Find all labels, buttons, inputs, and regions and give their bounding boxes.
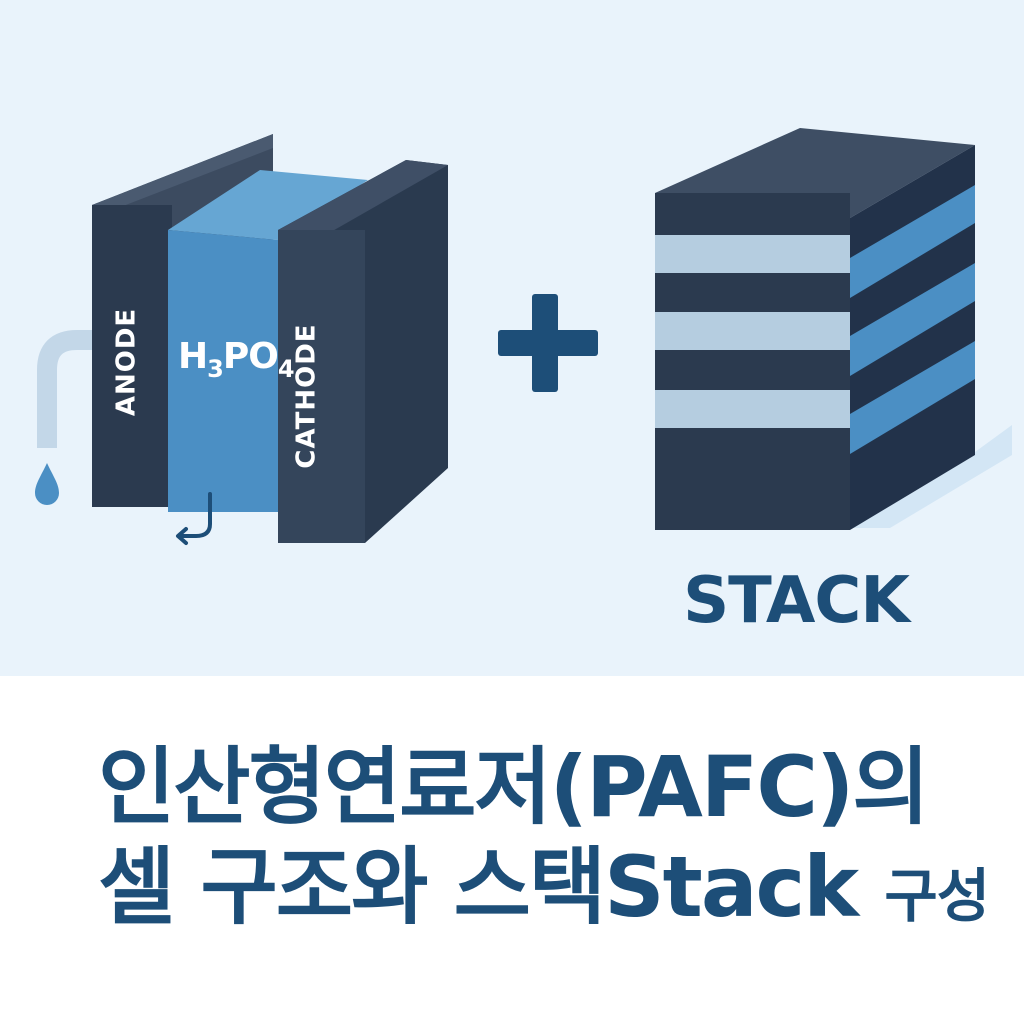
stack-side-band: [850, 263, 975, 376]
anode-label: ANODE: [112, 308, 142, 416]
stack-side-band: [850, 341, 975, 454]
pipe-icon: [37, 330, 102, 448]
cathode-label: CATHODE: [292, 323, 322, 468]
formula-sub-1: 3: [207, 355, 223, 383]
diagram-svg: ANODE CATHODE H3PO4: [35, 128, 1012, 638]
plus-icon: [498, 294, 598, 392]
formula-sub-2: 4: [278, 355, 294, 383]
illustration-area: ANODE CATHODE H3PO4: [0, 0, 1024, 676]
title-line-2: 셀 구조와 스택Stack 구성: [98, 820, 990, 941]
stack-label: STACK: [683, 564, 912, 638]
formula-part-1: H: [178, 336, 207, 377]
flow-arrow-icon: [176, 492, 212, 545]
electrolyte-formula: H3PO4: [178, 336, 294, 383]
cathode-plate: [278, 160, 448, 543]
stack-band: [655, 235, 850, 273]
stack-side-band: [850, 185, 975, 298]
caption-area: 인산형연료저(PAFC)의 셀 구조와 스택Stack 구성: [0, 676, 1024, 1024]
stack-band: [655, 390, 850, 428]
title-line-1: 인산형연료저(PAFC)의: [98, 738, 930, 836]
formula-part-2: PO: [223, 336, 278, 377]
title-line-2-main: 셀 구조와 스택Stack: [98, 838, 859, 936]
electrolyte-block: [168, 170, 368, 512]
fuel-cell: ANODE CATHODE H3PO4: [35, 134, 448, 545]
title-line-2-small: 구성: [884, 862, 990, 930]
stack-band: [655, 312, 850, 350]
stack-block: [655, 128, 1012, 530]
water-drop-icon: [35, 463, 59, 505]
